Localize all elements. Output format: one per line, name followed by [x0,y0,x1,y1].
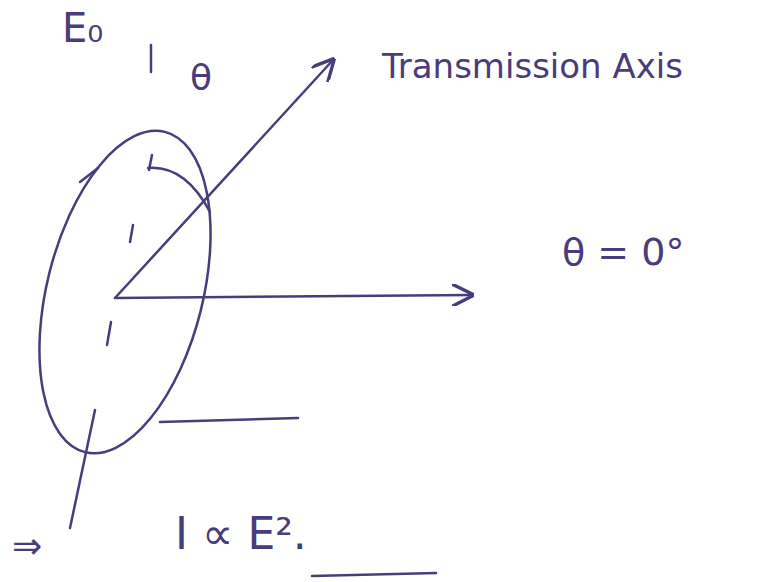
vertical-tick [150,45,153,72]
axis-label: Transmission Axis [382,48,683,85]
intensity-relation: I ∝ E². [175,510,307,558]
transmission-axis-line [115,60,333,298]
polarizer-sheet [9,113,240,471]
axis-dash [107,322,111,345]
edge-line [160,418,298,422]
underline [312,573,436,576]
angle-value: θ = 0° [562,232,684,274]
angle-symbol: θ [190,58,212,98]
vertical-axis-line [70,410,95,528]
field-direction-line [115,295,472,298]
axis-dash [130,225,133,242]
field-amplitude: E₀ [62,6,103,50]
sheet-tick [80,168,98,182]
angle-arc [148,168,210,212]
implies-arrow: ⇒ [12,526,42,566]
